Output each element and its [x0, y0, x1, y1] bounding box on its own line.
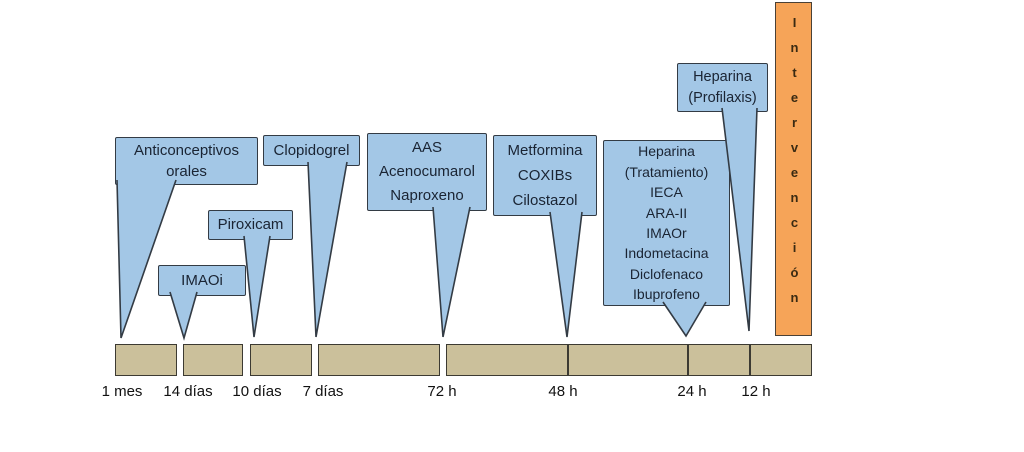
callout-tail-piroxicam [243, 235, 271, 338]
timeline-segment-14dias-10dias [183, 344, 243, 376]
callout-piroxicam: Piroxicam [208, 210, 293, 240]
timeline-segment-72h-end [446, 344, 812, 376]
callout-tail-imaoi [169, 291, 198, 341]
tick-label-1mes: 1 mes [101, 383, 143, 400]
callout-heparina-profilaxis: Heparina(Profilaxis) [677, 63, 768, 112]
timeline-segment-7dias-72h [318, 344, 440, 376]
timeline-divider-12h [749, 344, 751, 376]
callout-tail-metformina [549, 211, 583, 338]
callout-tail-anticonceptivos [116, 179, 177, 339]
tick-label-12h: 12 h [741, 383, 771, 400]
tick-label-48h: 48 h [548, 383, 578, 400]
timeline-divider-24h [687, 344, 689, 376]
timeline-segment-10dias-7dias [250, 344, 312, 376]
callout-tail-heparina-tratamiento [662, 301, 707, 338]
tick-label-14dias: 14 días [163, 383, 213, 400]
callout-tail-clopidogrel [307, 161, 348, 338]
tick-label-24h: 24 h [677, 383, 707, 400]
intervention-bar: Intervención [775, 2, 812, 336]
timeline-divider-48h [567, 344, 569, 376]
tick-label-10dias: 10 días [232, 383, 282, 400]
tick-label-72h: 72 h [427, 383, 457, 400]
timeline-segment-1mes-14dias [115, 344, 177, 376]
callout-tail-aas [432, 206, 471, 338]
callout-clopidogrel: Clopidogrel [263, 135, 360, 166]
tick-label-7dias: 7 días [302, 383, 344, 400]
callout-imaoi: IMAOi [158, 265, 246, 296]
